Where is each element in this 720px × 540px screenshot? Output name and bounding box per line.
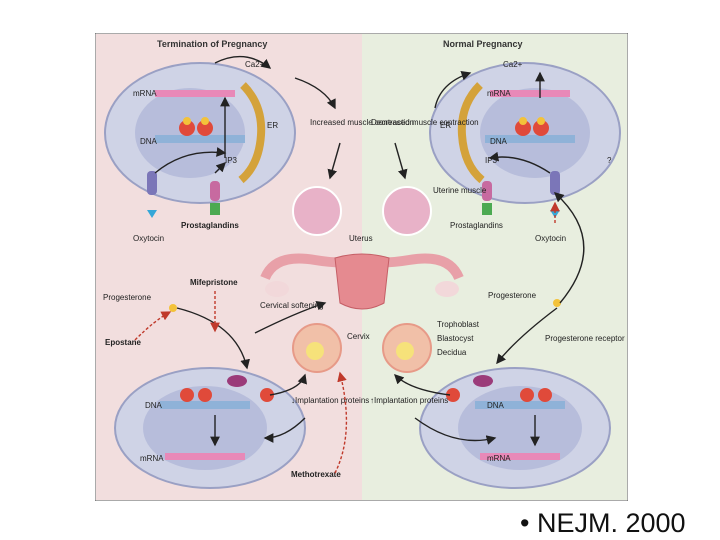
progesterone-molecule-right bbox=[553, 299, 561, 307]
mrna-label-top-right: mRNA bbox=[487, 89, 511, 98]
progesterone-molecule-left bbox=[169, 304, 177, 312]
cervix-label: Cervix bbox=[347, 332, 370, 341]
uterine-muscle-label: Uterine muscle bbox=[433, 186, 487, 195]
mrna-strand-right bbox=[490, 90, 570, 97]
dna-label-top-left: DNA bbox=[140, 137, 158, 146]
ca-label-right: Ca2+ bbox=[503, 60, 523, 69]
oxytocin-receptor-left bbox=[147, 171, 157, 218]
top-right-cell bbox=[429, 62, 621, 204]
uterus-label: Uterus bbox=[349, 234, 373, 243]
er-label-right: ER bbox=[440, 121, 451, 130]
dna-strand-right bbox=[485, 135, 575, 143]
diagram-canvas: Termination of Pregnancy Normal Pregnanc… bbox=[94, 32, 629, 502]
citation-text: • NEJM. 2000 bbox=[520, 508, 686, 538]
uterine-muscle-left bbox=[292, 186, 342, 236]
oxytocin-label-left: Oxytocin bbox=[133, 234, 164, 243]
receptor-dimer-left-1 bbox=[179, 120, 195, 136]
prostaglandins-label-right: Prostaglandins bbox=[450, 221, 503, 230]
epostane-label: Epostane bbox=[105, 338, 142, 347]
implantation-label-left: ↓Implantation proteins bbox=[291, 396, 369, 405]
decreased-contraction-label: Decreased muscle contraction bbox=[371, 118, 479, 127]
methotrexate-label: Methotrexate bbox=[291, 470, 341, 479]
progesterone-label-right: Progesterone bbox=[488, 291, 537, 300]
dna-label-top-right: DNA bbox=[490, 137, 508, 146]
dna-strand-left bbox=[155, 135, 245, 143]
bottom-left-cell bbox=[114, 367, 306, 489]
prostaglandin-receptor-left bbox=[210, 181, 220, 215]
bottom-right-cell bbox=[419, 367, 611, 489]
ip3-label-left: IP3 bbox=[225, 156, 238, 165]
prostaglandins-label-left: Prostaglandins bbox=[181, 221, 239, 230]
ca-label-left: Ca2+ bbox=[245, 60, 265, 69]
dna-label-bottom-left: DNA bbox=[145, 401, 163, 410]
er-label-left: ER bbox=[267, 121, 278, 130]
mrna-label-bottom-left: mRNA bbox=[140, 454, 164, 463]
blastocyst-label: Blastocyst bbox=[437, 334, 474, 343]
left-panel-title: Termination of Pregnancy bbox=[157, 39, 267, 49]
pathway-arrows bbox=[154, 55, 585, 447]
trophoblast-label: Trophoblast bbox=[437, 320, 480, 329]
mrna-label-top-left: mRNA bbox=[133, 89, 157, 98]
right-panel-title: Normal Pregnancy bbox=[443, 39, 523, 49]
uterus-illustration bbox=[260, 253, 464, 310]
inhibition-arrows bbox=[134, 201, 560, 474]
question-mark: ? bbox=[607, 156, 612, 165]
receptor-dimer-left-2 bbox=[197, 120, 213, 136]
top-left-cell bbox=[104, 62, 296, 204]
er-right-shape bbox=[457, 82, 485, 184]
uterine-muscle-right bbox=[382, 186, 432, 236]
dna-label-bottom-right: DNA bbox=[487, 401, 505, 410]
mifepristone-label: Mifepristone bbox=[190, 278, 238, 287]
implantation-label-right: ↑Implantation proteins bbox=[370, 396, 448, 405]
progesterone-label-left: Progesterone bbox=[103, 293, 152, 302]
decidua-label: Decidua bbox=[437, 348, 467, 357]
mrna-strand-left bbox=[155, 90, 235, 97]
oxytocin-receptor-right bbox=[550, 171, 560, 218]
pregnancy-mechanism-diagram: Termination of Pregnancy Normal Pregnanc… bbox=[94, 32, 629, 502]
er-left-shape bbox=[238, 82, 266, 184]
prostaglandin-receptor-right bbox=[482, 181, 492, 215]
progesterone-receptor-label: Progesterone receptor bbox=[545, 334, 625, 343]
mrna-label-bottom-right: mRNA bbox=[487, 454, 511, 463]
increased-contraction-label: Increased muscle contraction bbox=[310, 118, 414, 127]
oxytocin-label-right: Oxytocin bbox=[535, 234, 566, 243]
cervical-softening-label: Cervical softening bbox=[260, 301, 324, 310]
